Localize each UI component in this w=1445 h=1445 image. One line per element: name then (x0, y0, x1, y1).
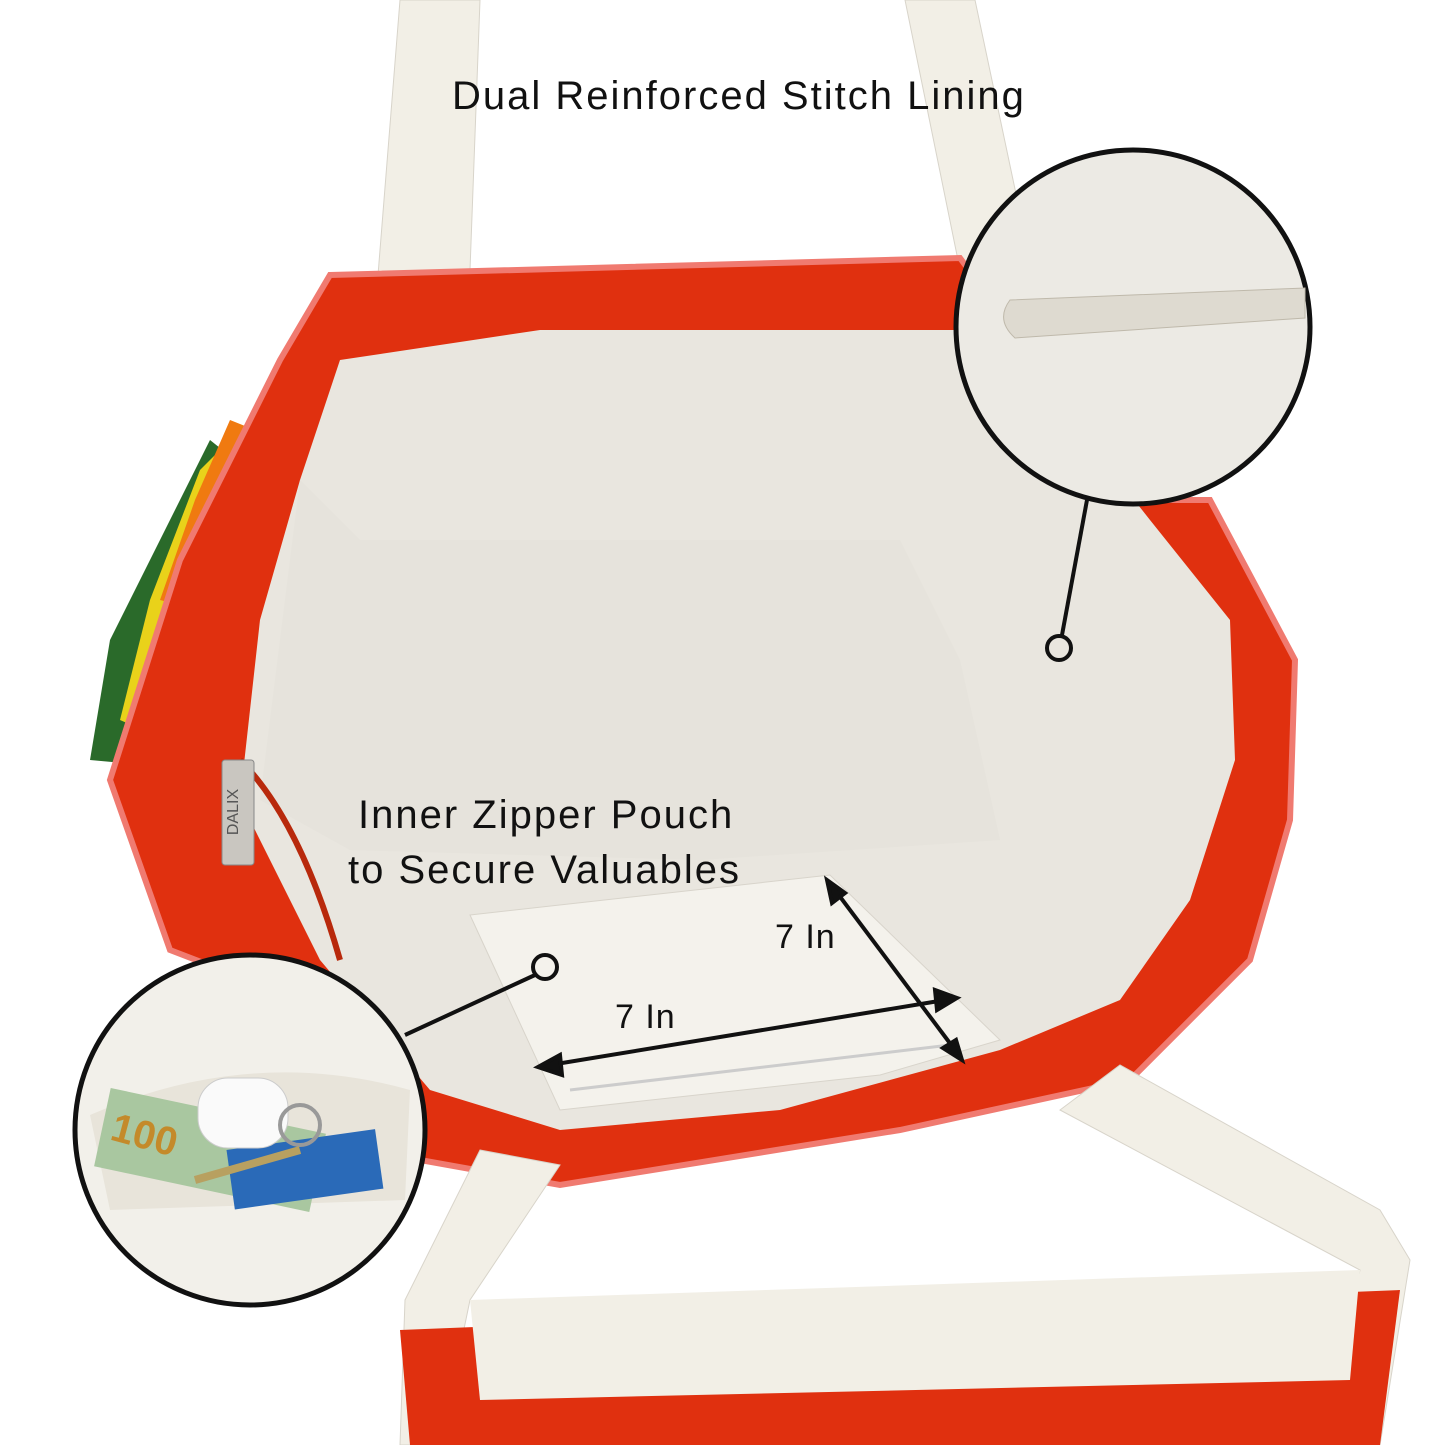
dimension-width-label: 7 In (615, 998, 676, 1036)
brand-zipper-tag: DALIX (221, 759, 255, 866)
dimension-height-label: 7 In (775, 918, 836, 956)
headline-stitch-lining: Dual Reinforced Stitch Lining (452, 74, 1026, 118)
pouch-contents-magnifier: 100 (72, 952, 428, 1308)
main-zipper (237, 757, 343, 961)
pouch-callout-line2: to Secure Valuables (348, 848, 742, 892)
back-strap-left (377, 0, 481, 276)
callout-connectors (404, 499, 1089, 1037)
dimension-arrows (533, 875, 966, 1078)
svg-text:DALIX: DALIX (225, 789, 242, 836)
pouch-zipper (569, 1043, 951, 1092)
pouch-callout-line1: Inner Zipper Pouch (358, 793, 735, 837)
stitch-detail-magnifier (953, 147, 1313, 507)
